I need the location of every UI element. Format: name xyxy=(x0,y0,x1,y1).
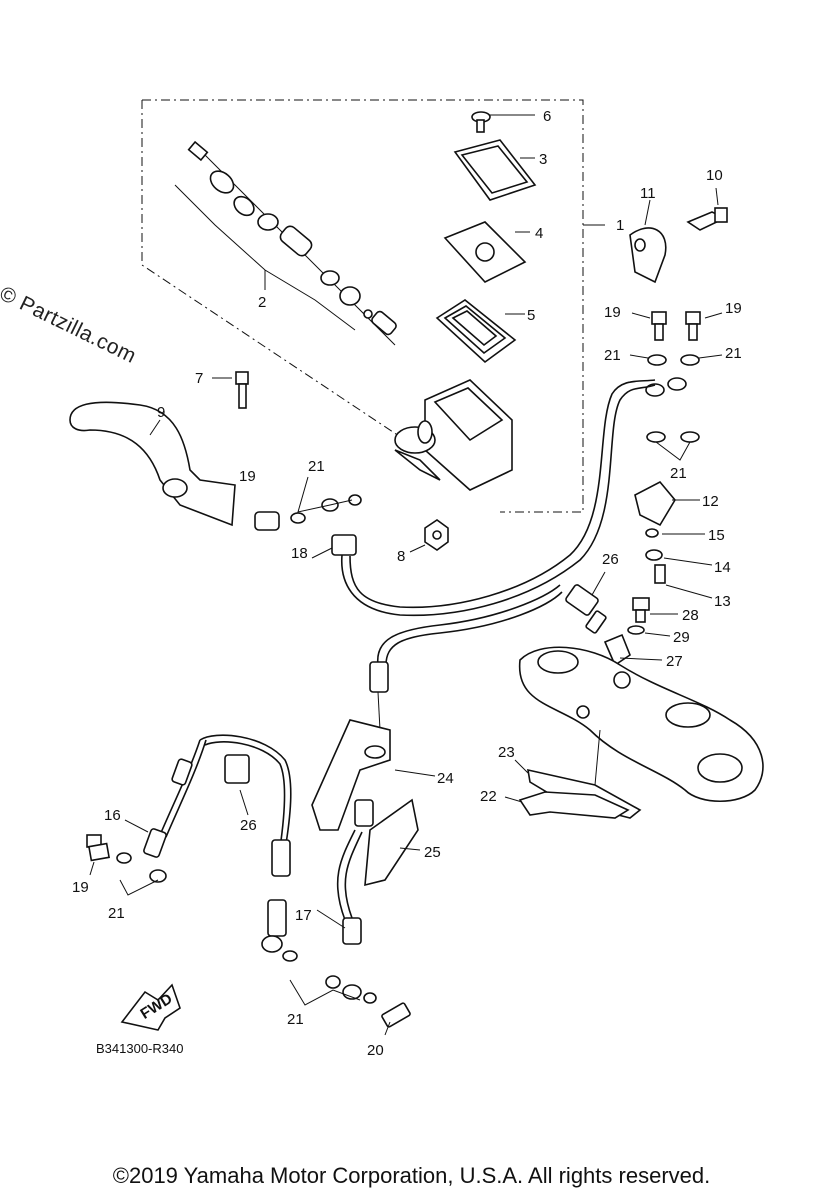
master-cylinder-body xyxy=(394,379,513,491)
callout-11: 11 xyxy=(640,185,656,202)
stem-bolt-parts xyxy=(603,597,678,667)
copyright-notice: ©2019 Yamaha Motor Corporation, U.S.A. A… xyxy=(112,1163,711,1188)
callout-1: 1 xyxy=(616,217,624,234)
callout-28: 28 xyxy=(682,607,699,624)
three-way-joint xyxy=(224,571,607,816)
pivot-bolt-and-nut xyxy=(212,371,449,553)
handlebar-clamp xyxy=(629,187,728,284)
callout-2: 2 xyxy=(258,294,266,311)
lower-fittings xyxy=(86,819,411,1036)
callout-14: 14 xyxy=(714,559,731,576)
callout-23: 23 xyxy=(498,744,515,761)
callout-9: 9 xyxy=(157,404,165,421)
callout-26-upper: 26 xyxy=(602,551,619,568)
callout-labels: 1 2 3 4 5 6 7 8 9 10 11 12 13 14 15 16 1… xyxy=(72,108,742,1059)
callout-8: 8 xyxy=(397,548,405,565)
callout-13: 13 xyxy=(714,593,731,610)
piston-kit xyxy=(174,140,397,346)
master-cylinder-assembly-boundary xyxy=(141,99,605,513)
callout-12: 12 xyxy=(702,493,719,510)
master-cylinder-union xyxy=(254,476,362,559)
callout-4: 4 xyxy=(535,225,543,242)
callout-25: 25 xyxy=(424,844,441,861)
callout-3: 3 xyxy=(539,151,547,168)
brake-hoses xyxy=(143,379,656,953)
callout-21-d: 21 xyxy=(670,465,687,482)
brake-lever xyxy=(69,401,236,527)
callout-24: 24 xyxy=(437,770,454,787)
callout-19-lower: 19 xyxy=(72,879,89,896)
steering-lower-bracket xyxy=(518,646,764,803)
right-joint-clip xyxy=(634,480,713,599)
callout-19-right-a: 19 xyxy=(604,304,621,321)
callout-20: 20 xyxy=(367,1042,384,1059)
callout-18: 18 xyxy=(291,545,308,562)
callout-29: 29 xyxy=(673,629,690,646)
callout-10: 10 xyxy=(706,167,723,184)
callout-21-a: 21 xyxy=(308,458,325,475)
callout-5: 5 xyxy=(527,307,535,324)
callout-19-right-b: 19 xyxy=(725,300,742,317)
callout-17: 17 xyxy=(295,907,312,924)
callout-26-lower: 26 xyxy=(240,817,257,834)
callout-19-left: 19 xyxy=(239,468,256,485)
hose-brackets xyxy=(311,719,436,887)
callout-16: 16 xyxy=(104,807,121,824)
diagram-reference-code: B341300-R340 xyxy=(96,1041,184,1056)
callout-21-f: 21 xyxy=(287,1011,304,1028)
callout-7: 7 xyxy=(195,370,203,387)
reservoir-cover-parts xyxy=(435,111,537,364)
callout-15: 15 xyxy=(708,527,725,544)
lower-brake-hose-holders xyxy=(504,759,642,819)
callout-21-c: 21 xyxy=(725,345,742,362)
upper-union-bolts xyxy=(629,311,723,461)
callout-27: 27 xyxy=(666,653,683,670)
forward-direction-marker: FWD xyxy=(120,983,181,1031)
callout-21-b: 21 xyxy=(604,347,621,364)
callout-21-e: 21 xyxy=(108,905,125,922)
callout-22: 22 xyxy=(480,788,497,805)
callout-6: 6 xyxy=(543,108,551,125)
